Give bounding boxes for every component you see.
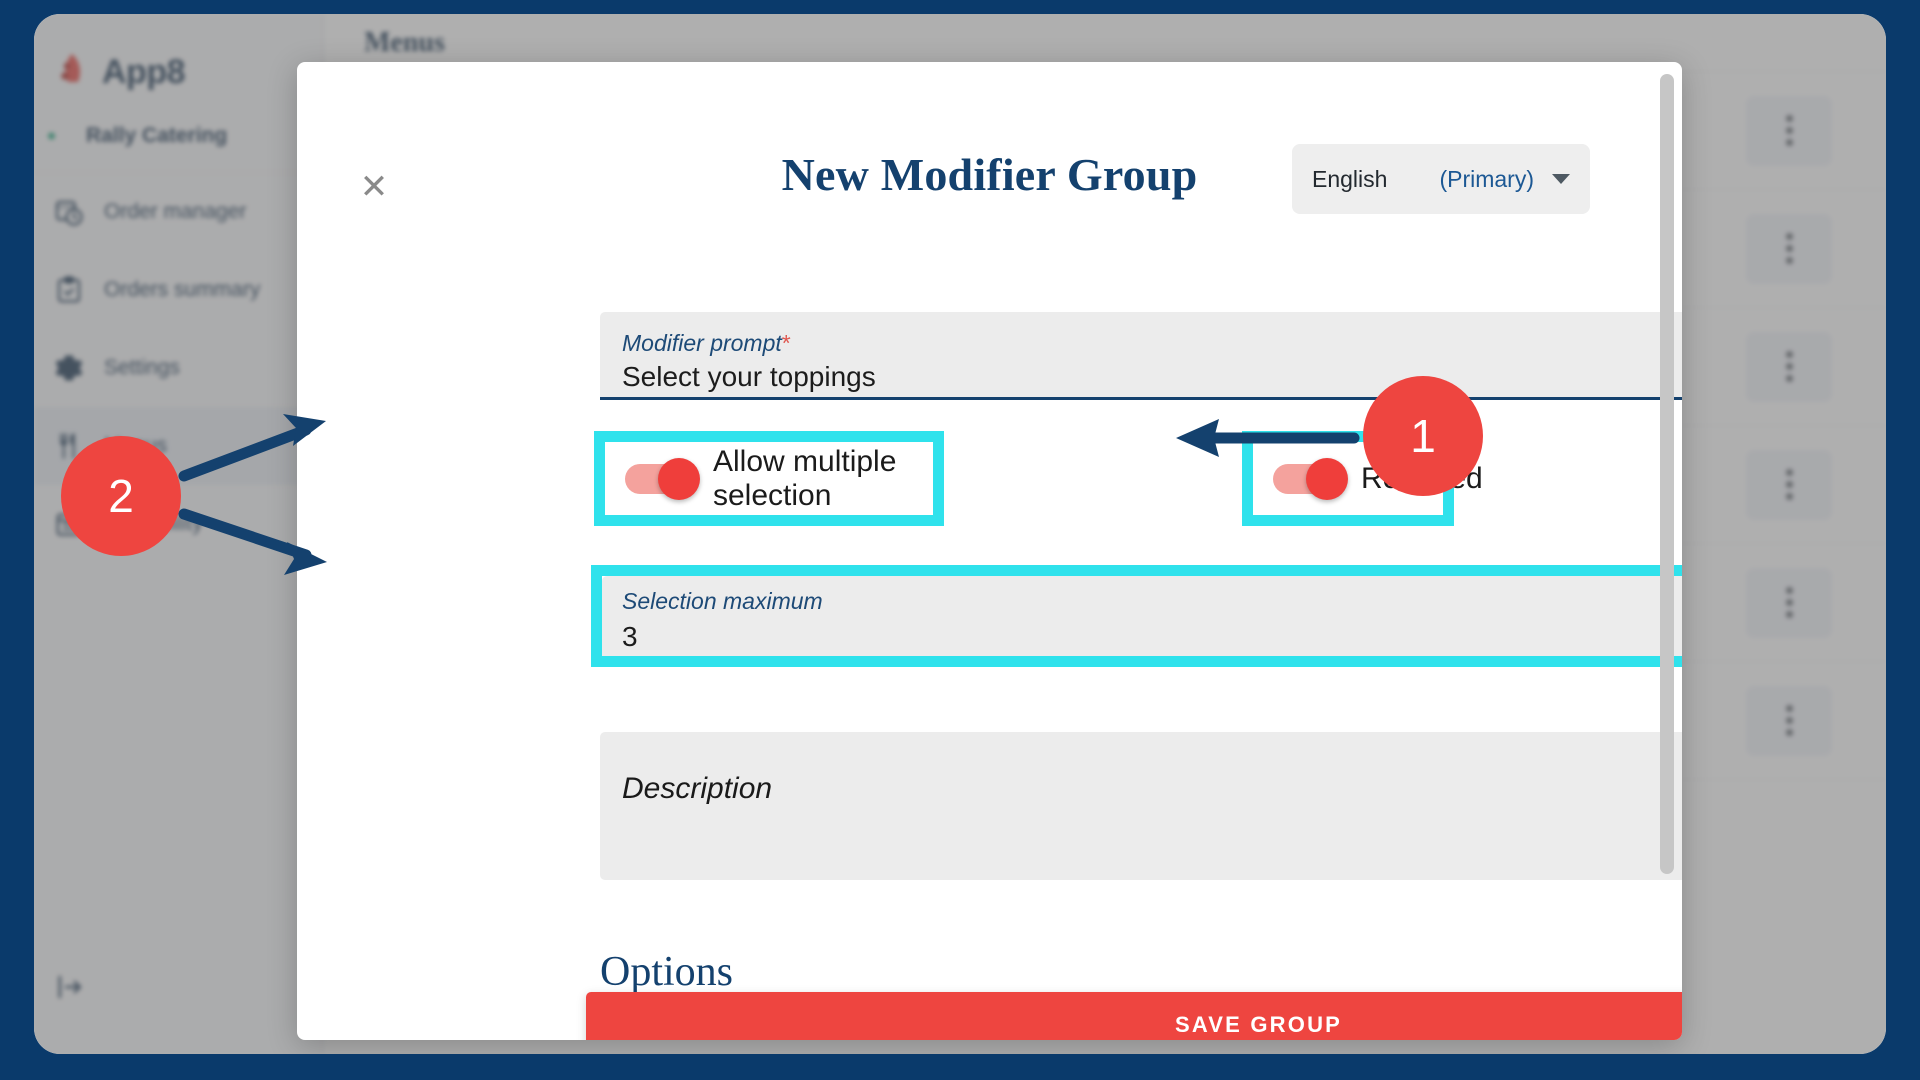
allow-multiple-selection-highlight: Allow multiple selection [594, 431, 944, 526]
selection-maximum-field[interactable]: Selection maximum 3 [602, 576, 1682, 656]
required-asterisk: * [781, 330, 791, 356]
description-placeholder: Description [622, 772, 773, 805]
required-toggle[interactable]: Required [1273, 457, 1483, 500]
required-highlight: Required [1242, 431, 1483, 526]
options-section-heading: Options [600, 949, 734, 995]
close-icon[interactable]: ✕ [359, 168, 389, 206]
modal-scroll-area: ✕ New Modifier Group English (Primary) M… [297, 62, 1682, 1040]
toggle-switch-on-icon[interactable] [1273, 457, 1348, 500]
app-viewport: App8 Rally Catering Ord [34, 14, 1886, 1054]
allow-multiple-selection-label: Allow multiple selection [713, 444, 897, 512]
modifier-prompt-label: Modifier prompt* [622, 330, 791, 356]
selection-maximum-label: Selection maximum [622, 588, 823, 614]
language-name: English [1312, 165, 1388, 192]
required-label: Required [1361, 461, 1483, 495]
language-selector[interactable]: English (Primary) [1292, 144, 1590, 214]
toggle-switch-on-icon[interactable] [625, 457, 700, 500]
allow-multiple-selection-toggle[interactable]: Allow multiple selection [625, 445, 933, 513]
modifier-prompt-field[interactable]: Modifier prompt* Select your toppings [600, 312, 1682, 400]
scrollbar-thumb[interactable] [1660, 74, 1674, 874]
language-primary-tag: (Primary) [1439, 165, 1534, 192]
save-group-button[interactable]: SAVE GROUP [586, 992, 1682, 1040]
selection-maximum-input[interactable]: 3 [622, 621, 638, 652]
new-modifier-group-dialog: ✕ New Modifier Group English (Primary) M… [297, 62, 1682, 1040]
selection-maximum-highlight: Selection maximum 3 [591, 565, 1682, 667]
chevron-down-icon [1552, 174, 1570, 184]
modal-scrollbar[interactable] [1660, 72, 1674, 1030]
modifier-prompt-input[interactable]: Select your toppings [622, 361, 876, 392]
modal-header: ✕ New Modifier Group English (Primary) [297, 62, 1682, 214]
modal-title: New Modifier Group [781, 149, 1198, 200]
description-field[interactable]: Description [600, 732, 1682, 880]
